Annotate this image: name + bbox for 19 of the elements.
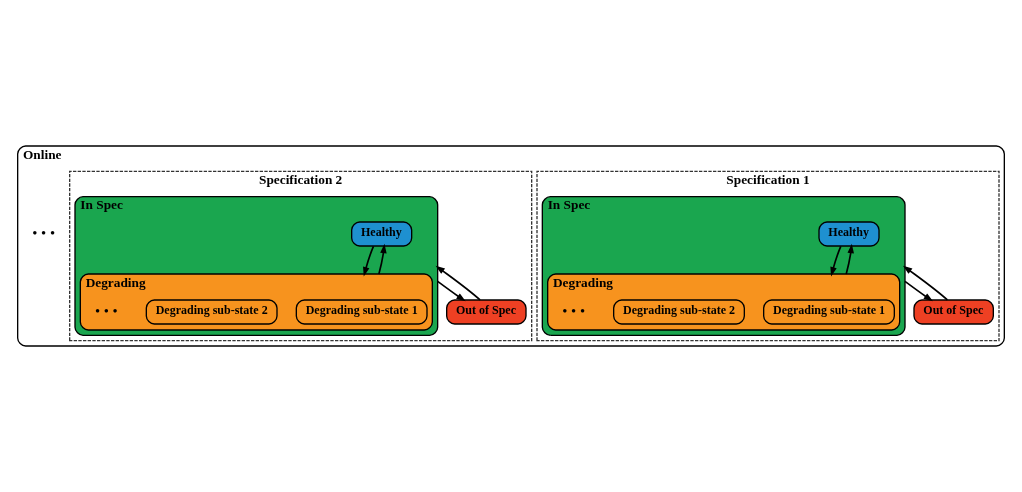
- arrow: [830, 245, 842, 277]
- node-box: Out of Spec: [913, 299, 994, 325]
- arrow: [436, 280, 466, 302]
- node-box: Healthy: [351, 221, 413, 247]
- arrow: [378, 243, 387, 275]
- node-box: Out of Spec: [446, 299, 527, 325]
- node-box: Degrading sub-state 1: [295, 299, 428, 325]
- label: • • •: [32, 224, 56, 241]
- label: • • •: [94, 302, 118, 319]
- label: • • •: [562, 302, 586, 319]
- arrow: [902, 265, 949, 301]
- arrow: [363, 245, 375, 277]
- arrow: [845, 243, 854, 275]
- arrow: [904, 280, 933, 302]
- node-box: Degrading sub-state 2: [613, 299, 745, 325]
- node-box: Degrading sub-state 2: [145, 299, 278, 325]
- arrow: [435, 265, 481, 301]
- node-box: Degrading sub-state 1: [763, 299, 895, 325]
- node-box: Healthy: [818, 221, 880, 247]
